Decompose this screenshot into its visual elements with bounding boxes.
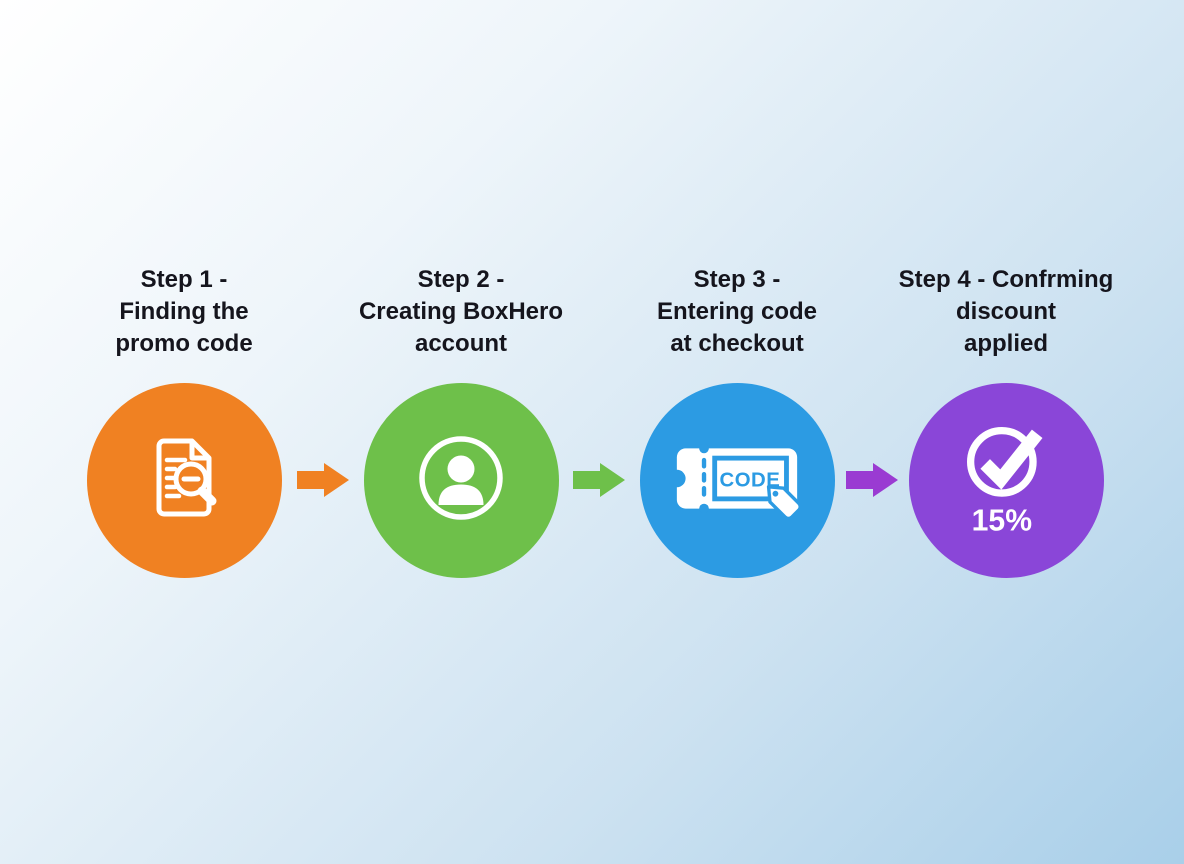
step-1-title-line-1: Step 1 - [140, 266, 228, 293]
coupon-code-label: CODE [720, 469, 781, 491]
step-1-circle [86, 383, 282, 578]
step-1-title-line-3: promo code [115, 330, 253, 357]
step-2-title-line-3: account [414, 330, 507, 357]
step-2-title-line-2: Creating BoxHero [358, 298, 564, 325]
step-2-title-line-1: Step 2 - [417, 266, 505, 293]
step-2-title: Step 2 - Creating BoxHero account [321, 264, 601, 360]
step-4-circle: 15% [908, 383, 1104, 578]
arrow-step2-to-step3 [573, 463, 625, 497]
step-4-title-line-1: Step 4 - Confrming [898, 266, 1114, 293]
step-4-title-line-3: applied [963, 330, 1048, 357]
check-circle-icon: 15% [954, 416, 1058, 546]
user-account-icon [411, 428, 511, 533]
step-3-title-line-1: Step 3 - [693, 266, 781, 293]
document-search-icon [134, 428, 234, 533]
step-4-column: Step 4 - Confrming discount applied 15% [866, 264, 1146, 578]
step-3-column: Step 3 - Entering code at checkout CODE [597, 264, 877, 578]
discount-percentage-label: 15% [972, 504, 1033, 537]
coupon-code-icon: CODE [668, 430, 805, 532]
step-2-circle [363, 383, 559, 578]
step-4-title: Step 4 - Confrming discount applied [866, 264, 1146, 360]
step-4-title-line-2: discount [956, 298, 1056, 325]
step-1-column: Step 1 - Finding the promo code [44, 264, 324, 578]
step-3-title-line-3: at checkout [670, 330, 804, 357]
step-3-circle: CODE [639, 383, 835, 578]
step-1-title: Step 1 - Finding the promo code [44, 264, 324, 360]
step-2-column: Step 2 - Creating BoxHero account [321, 264, 601, 578]
step-3-title: Step 3 - Entering code at checkout [597, 264, 877, 360]
arrow-step3-to-step4 [846, 463, 898, 497]
step-1-title-line-2: Finding the [119, 298, 249, 325]
arrow-step1-to-step2 [297, 463, 349, 497]
step-3-title-line-2: Entering code [656, 298, 818, 325]
